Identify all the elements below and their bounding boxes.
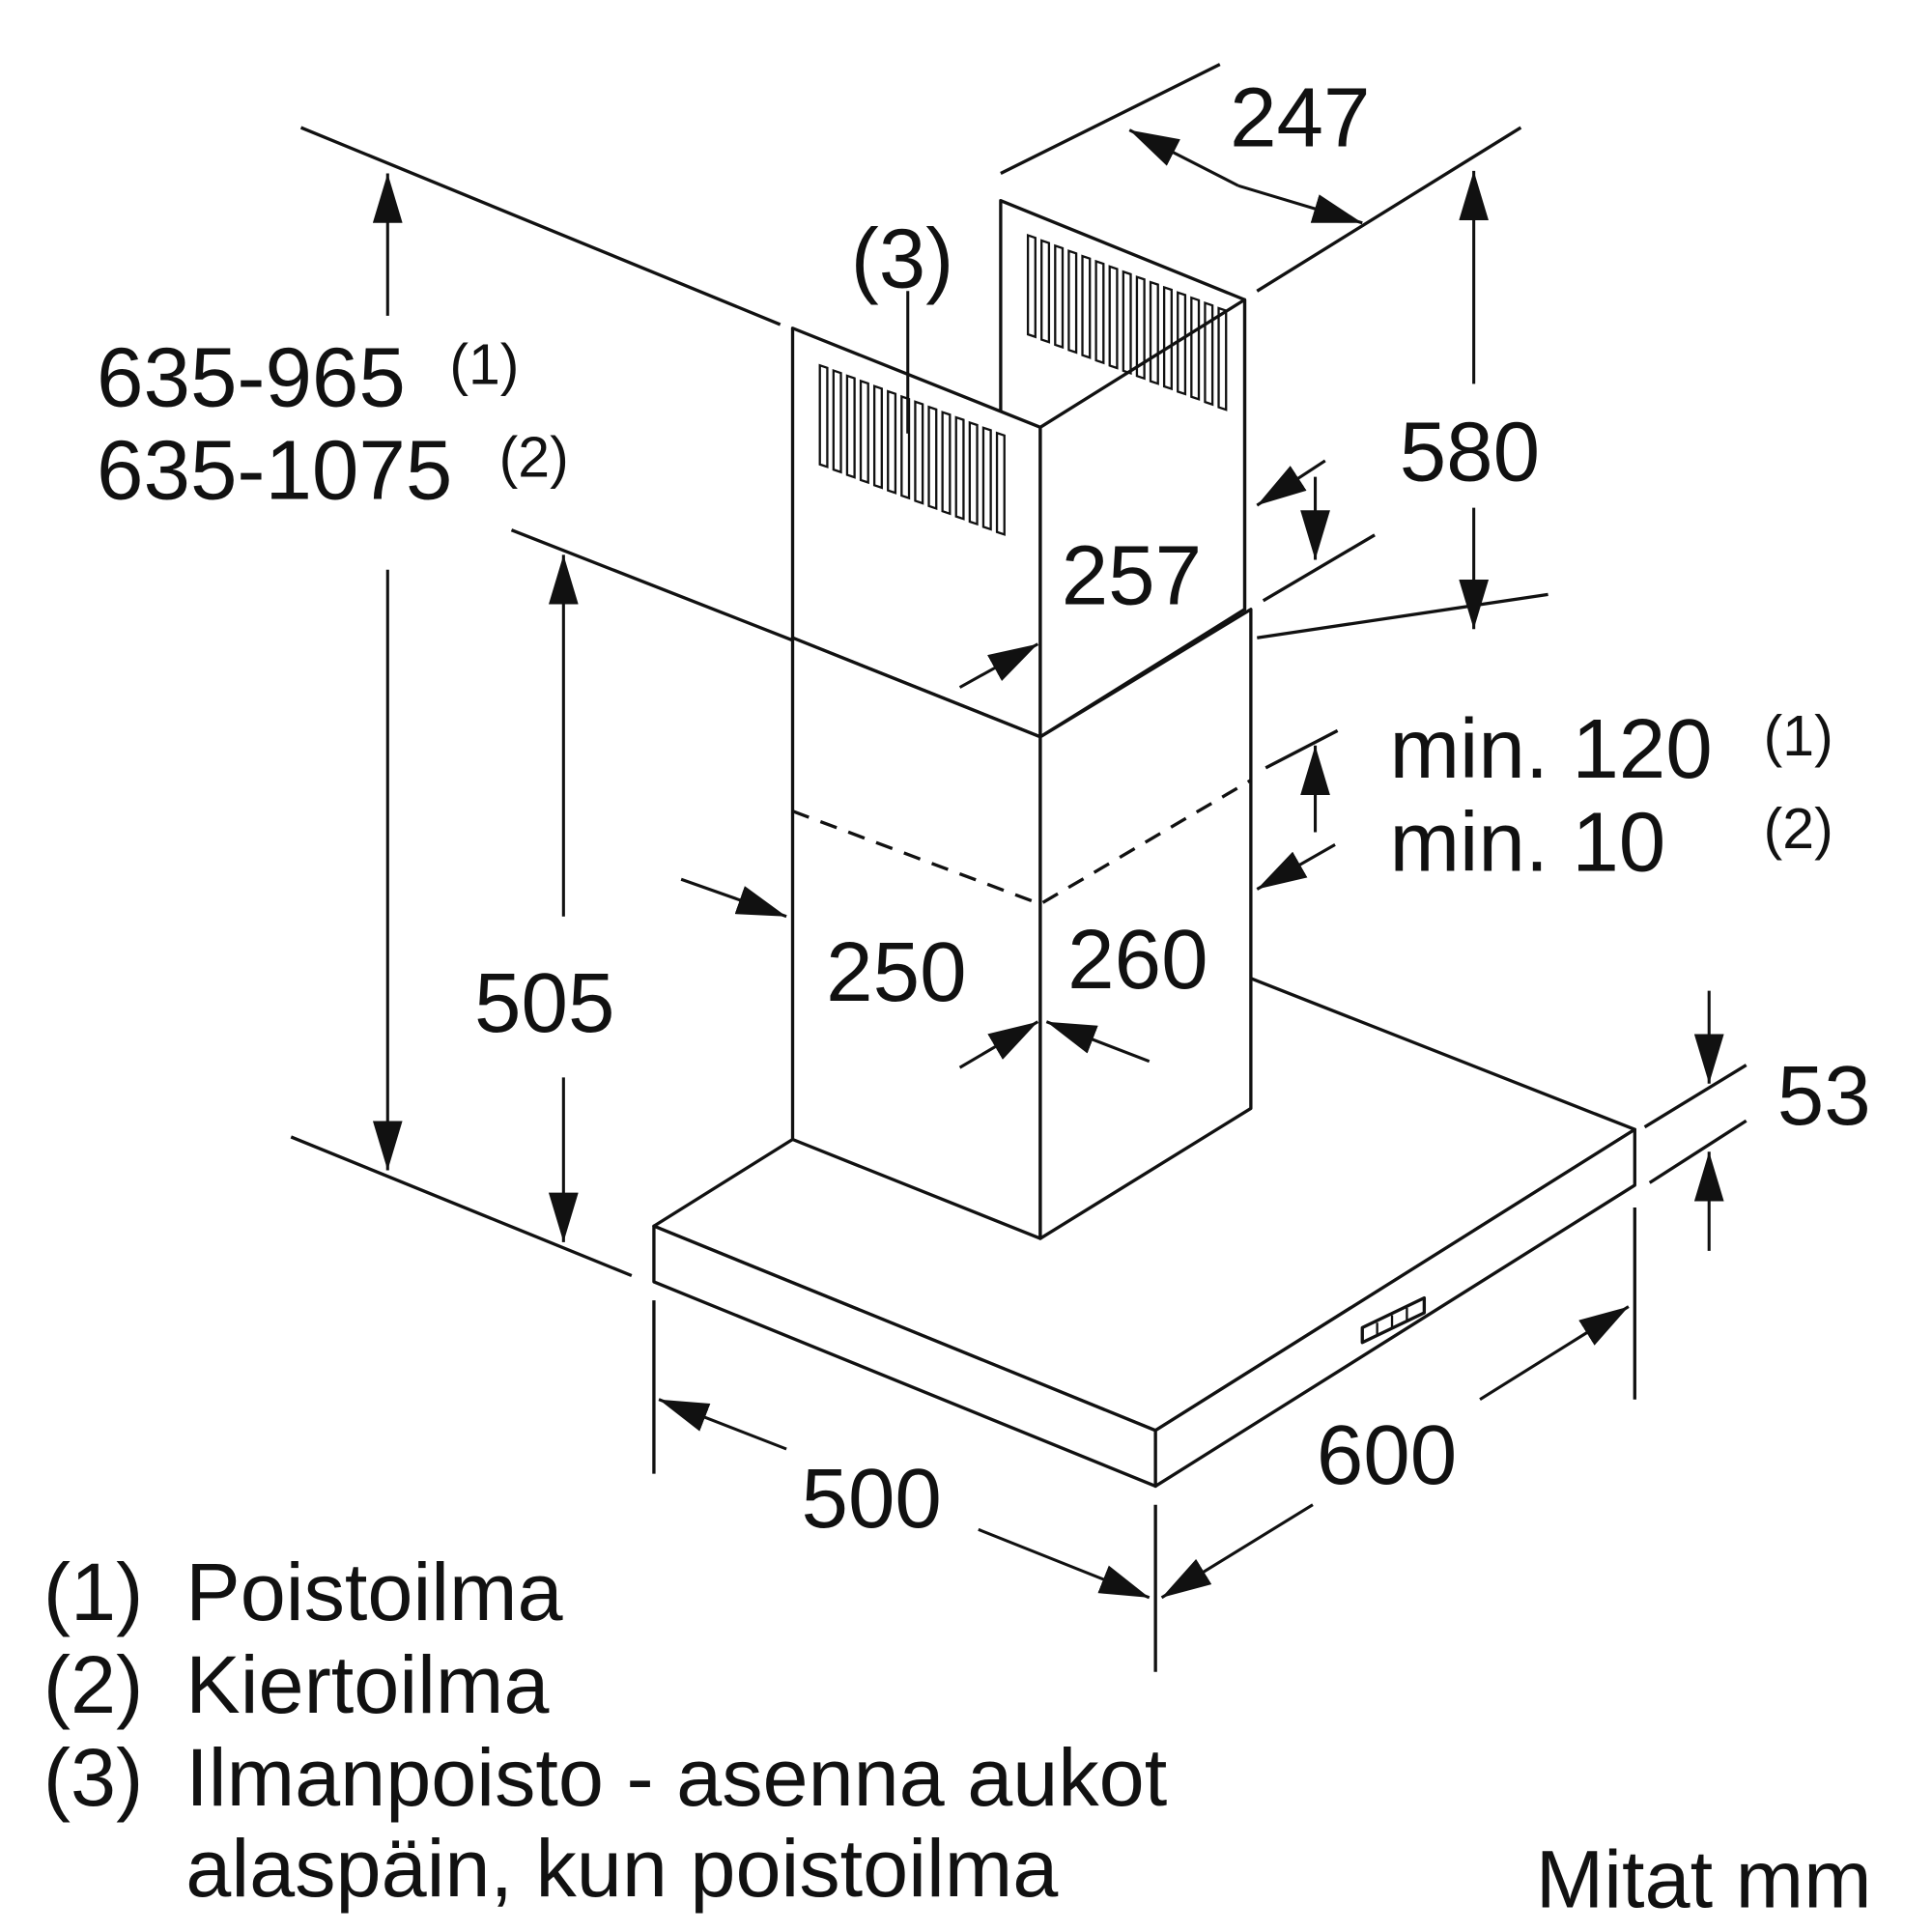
legend-text: alaspäin, kun poistoilma <box>185 1822 1059 1914</box>
dim-53: 53 <box>1777 1049 1871 1143</box>
vent-slot <box>914 400 924 505</box>
dim-247: 247 <box>1230 71 1370 164</box>
control-panel <box>1360 1295 1427 1345</box>
legend-text: Poistoilma <box>185 1546 563 1637</box>
vent-slot <box>1149 280 1159 385</box>
vent-slot <box>832 368 842 474</box>
vent-slot <box>941 411 952 516</box>
ref-1: (1) <box>449 333 519 396</box>
ref-2: (2) <box>1764 798 1833 861</box>
vent-slot <box>927 405 938 511</box>
vent-slot <box>1026 233 1037 339</box>
vent-slot <box>954 415 965 521</box>
hood-canopy <box>652 977 1636 1489</box>
legend: (1) Poistoilma (2) Kiertoilma (3) Ilmanp… <box>43 1546 1167 1914</box>
dim-505: 505 <box>474 956 614 1050</box>
dim-260: 260 <box>1067 913 1208 1007</box>
vent-slot <box>1108 265 1119 370</box>
ref-1: (1) <box>1764 705 1833 768</box>
vent-slot <box>859 379 869 485</box>
lower-chimney <box>790 608 1253 1240</box>
vent-slot <box>845 374 856 479</box>
vent-slot <box>1135 275 1146 381</box>
dim-250: 250 <box>826 925 966 1019</box>
vent-slot <box>995 431 1006 536</box>
dim-min-120: min. 120 <box>1389 702 1712 796</box>
legend-ref: (2) <box>43 1638 143 1730</box>
vent-slot <box>1081 254 1092 359</box>
vent-slot <box>968 420 979 526</box>
legend-ref: (3) <box>43 1731 143 1823</box>
dim-257: 257 <box>1062 529 1202 623</box>
dim-580: 580 <box>1400 405 1540 498</box>
vent-slot <box>818 363 829 469</box>
dim-total-height-2: 635-1075 <box>97 424 452 518</box>
upper-chimney <box>790 199 1247 739</box>
vent-slot <box>1162 285 1173 391</box>
legend-text: Kiertoilma <box>185 1638 550 1730</box>
dimension-lines <box>372 128 1724 1600</box>
vent-slot <box>1217 306 1228 412</box>
vent-slot <box>1177 291 1187 396</box>
vent-slot <box>1122 270 1132 376</box>
vent-slot <box>1204 300 1214 407</box>
vent-slot <box>1040 239 1051 344</box>
units-note: Mitat mm <box>1536 1833 1872 1924</box>
vent-slot <box>981 426 992 531</box>
ref-2: (2) <box>499 427 569 490</box>
vent-slot <box>1054 243 1065 350</box>
vent-note-label: (3) <box>851 212 954 305</box>
vent-slot <box>1067 249 1078 355</box>
vent-slot <box>887 389 897 495</box>
dim-600: 600 <box>1317 1408 1457 1502</box>
dim-total-height-1: 635-965 <box>97 331 406 425</box>
vent-slot <box>1094 259 1105 365</box>
dim-500: 500 <box>801 1452 941 1546</box>
legend-ref: (1) <box>43 1546 143 1637</box>
vent-slot <box>872 384 883 490</box>
legend-text: Ilmanpoisto - asenna aukot <box>185 1731 1167 1823</box>
dim-min-10: min. 10 <box>1389 795 1665 889</box>
vent-slot <box>1190 296 1201 401</box>
